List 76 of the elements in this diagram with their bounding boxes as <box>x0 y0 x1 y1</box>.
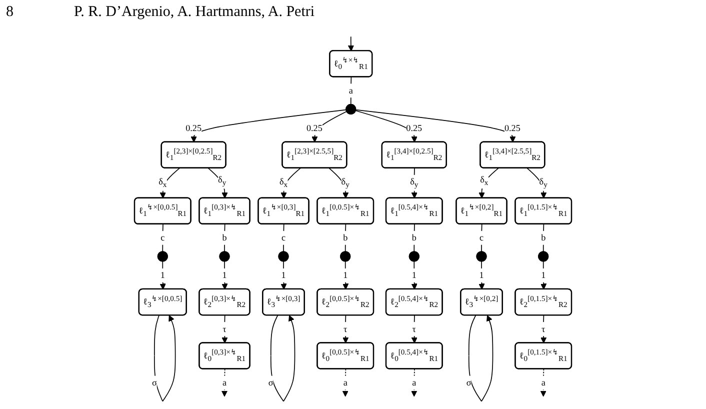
edge-label: δ$_{y}$ <box>410 176 418 190</box>
arrow <box>222 314 228 344</box>
edge-label: 1 <box>412 270 416 280</box>
arrow <box>355 109 516 142</box>
arrow <box>478 168 499 198</box>
edge-label: a <box>343 377 348 388</box>
arrow <box>540 314 547 344</box>
edge-label: δ$_{x}$ <box>480 174 488 187</box>
connector <box>481 224 482 252</box>
edge-label: a <box>348 85 353 96</box>
arrow <box>154 314 176 402</box>
connector <box>162 224 164 252</box>
edge-label: 1 <box>281 270 286 280</box>
edge-label: a <box>222 377 227 388</box>
edge-label: 1 <box>541 270 546 280</box>
arrow <box>221 368 228 397</box>
edge-label: b <box>412 232 416 243</box>
arrow <box>411 260 418 290</box>
arrow <box>160 260 166 290</box>
arrow <box>411 368 418 397</box>
edge-label: c <box>160 232 165 243</box>
edge-label: b <box>343 232 348 243</box>
connector <box>283 224 284 252</box>
arrow <box>348 36 354 52</box>
edge-label: b <box>541 232 546 243</box>
arrow <box>342 368 348 397</box>
edge-label: τ <box>542 323 546 334</box>
arrow <box>190 109 346 142</box>
edge-label: c <box>281 232 286 243</box>
edge-label: τ <box>222 323 226 334</box>
edge-label: 0.25 <box>504 122 520 134</box>
connector <box>542 224 544 252</box>
arrow <box>280 260 287 290</box>
edge-label: 1 <box>222 270 227 280</box>
edge-label: c <box>479 232 484 243</box>
connector <box>350 76 352 105</box>
arrow <box>328 168 349 198</box>
arrow <box>280 168 301 198</box>
edge-label: 1 <box>343 270 348 280</box>
edge-label: b <box>222 232 227 243</box>
connector <box>344 224 346 252</box>
edge-label: 0.25 <box>406 122 422 134</box>
page-number: 8 <box>6 3 14 21</box>
connector <box>414 224 415 252</box>
edge-label: 1 <box>160 270 165 280</box>
arrow <box>478 260 485 290</box>
edge-label: δ$_{y}$ <box>539 176 548 190</box>
edge-label: δ$_{x}$ <box>279 176 288 190</box>
arrow <box>540 368 546 397</box>
arrow <box>342 260 349 290</box>
arrow <box>540 260 547 290</box>
connector <box>224 224 226 252</box>
edge-label: a <box>541 377 546 388</box>
edge-label: δ$_{x}$ <box>158 176 167 190</box>
arrow <box>270 314 296 402</box>
edge-label: δ$_{y}$ <box>218 174 226 188</box>
arrow <box>208 168 228 198</box>
edge-label: δ$_{y}$ <box>341 176 350 190</box>
edge-label: 1 <box>479 270 484 280</box>
arrow <box>342 314 349 344</box>
arrow <box>312 111 347 142</box>
arrow <box>411 168 418 198</box>
arrow <box>355 110 418 142</box>
edge-label: τ <box>412 323 416 334</box>
edge-label: 0.25 <box>306 122 322 134</box>
edge-label: a <box>412 377 416 388</box>
edge-label: τ <box>344 323 348 334</box>
arrow <box>222 260 228 290</box>
arrow <box>411 314 418 344</box>
edge-label: σ <box>466 377 472 388</box>
arrow <box>468 314 494 402</box>
edge-label: σ <box>268 377 274 388</box>
edge-label: 0.25 <box>186 122 202 134</box>
arrow <box>526 168 547 198</box>
edge-label: σ <box>152 377 157 388</box>
author-list: P. R. D’Argenio, A. Hartmanns, A. Petri <box>74 3 315 21</box>
